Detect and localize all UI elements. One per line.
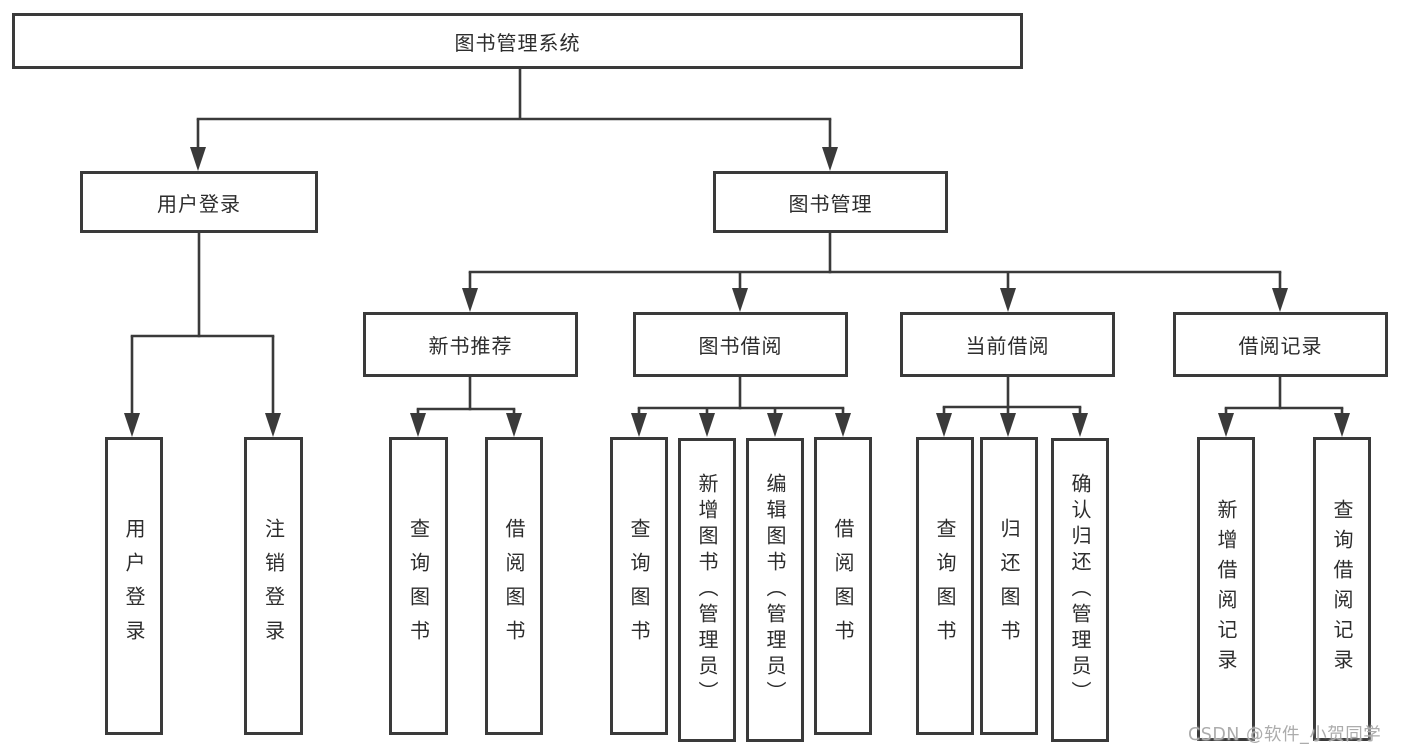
csdn-watermark: CSDN @软件_小贺同学 [1188, 725, 1382, 745]
node-new-book-recommendation: 新书推荐 [363, 312, 578, 377]
leaf-add-books-admin: 新增图书（管理员） [678, 438, 736, 742]
node-borrowing-records: 借阅记录 [1173, 312, 1388, 377]
leaf-borrow-books-borrowing: 借阅图书 [814, 437, 872, 735]
node-library-management-system: 图书管理系统 [12, 13, 1023, 69]
leaf-query-books-current: 查询图书 [916, 437, 974, 735]
leaf-user-login: 用户登录 [105, 437, 163, 735]
leaf-query-books-borrowing: 查询图书 [610, 437, 668, 735]
leaf-edit-books-admin: 编辑图书（管理员） [746, 438, 804, 742]
node-current-borrowing: 当前借阅 [900, 312, 1115, 377]
node-user-login: 用户登录 [80, 171, 318, 233]
leaf-add-borrow-record: 新增借阅记录 [1197, 437, 1255, 741]
leaf-borrow-books-recommend: 借阅图书 [485, 437, 543, 735]
node-book-borrowing: 图书借阅 [633, 312, 848, 377]
leaf-confirm-return-admin: 确认归还（管理员） [1051, 438, 1109, 742]
leaf-logout: 注销登录 [244, 437, 303, 735]
leaf-query-borrow-record: 查询借阅记录 [1313, 437, 1371, 741]
leaf-query-books-recommend: 查询图书 [389, 437, 448, 735]
leaf-return-books: 归还图书 [980, 437, 1038, 735]
node-book-management: 图书管理 [713, 171, 948, 233]
